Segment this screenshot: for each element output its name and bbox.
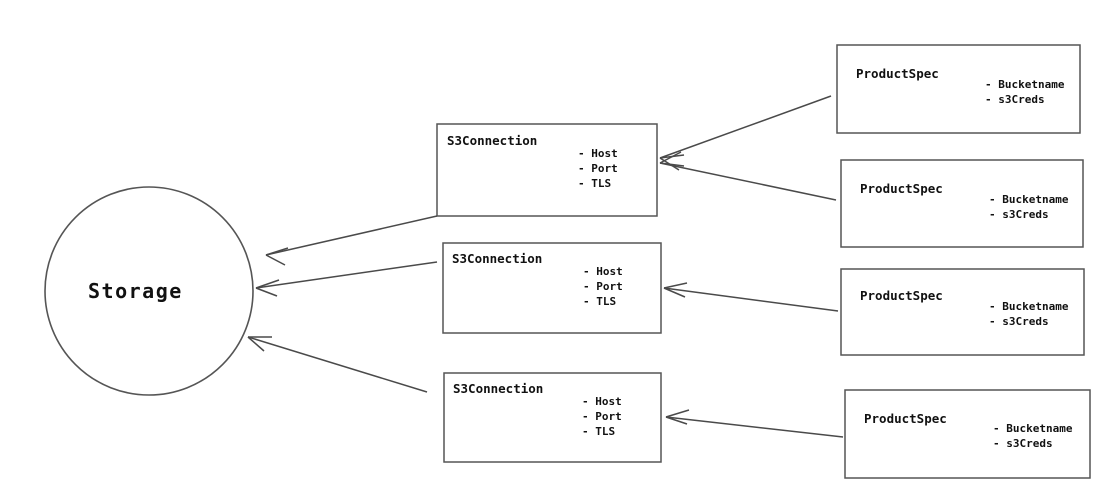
s3connection-3-attr-tls: - TLS [582, 425, 616, 438]
s3connection-3-attr-port: - Port [582, 410, 622, 423]
productspec-box-2[interactable] [840, 159, 1084, 248]
s3connection-3-attr-host: - Host [582, 395, 622, 408]
productspec-box-3[interactable] [840, 268, 1085, 356]
s3connection-2-attr-tls: - TLS [583, 295, 617, 308]
productspec-4-title: ProductSpec [864, 411, 947, 426]
s3connection-box-2[interactable] [442, 242, 662, 334]
s3connection-1-attr-host: - Host [578, 147, 618, 160]
edge-spec1-conn1 [659, 95, 832, 171]
productspec-1-title: ProductSpec [856, 66, 939, 81]
productspec-3-attr-s3creds: - s3Creds [989, 315, 1049, 328]
s3connection-2-attr-port: - Port [583, 280, 623, 293]
s3connection-box-1[interactable] [436, 123, 658, 217]
productspec-2-title: ProductSpec [860, 181, 943, 196]
edge-spec3-conn2 [663, 282, 839, 312]
edge-spec2-conn1 [659, 151, 837, 201]
productspec-2-attr-s3creds: - s3Creds [989, 208, 1049, 221]
productspec-box-4[interactable] [844, 389, 1091, 479]
productspec-1-attr-s3creds: - s3Creds [985, 93, 1045, 106]
s3connection-1-title: S3Connection [447, 133, 538, 148]
storage-circle[interactable] [44, 186, 254, 396]
productspec-4-attr-bucketname: - Bucketname [993, 422, 1073, 435]
edge-conn1-storage [265, 215, 438, 266]
s3connection-1-attr-tls: - TLS [578, 177, 612, 190]
productspec-3-title: ProductSpec [860, 288, 943, 303]
edge-conn2-storage [255, 261, 438, 297]
storage-label: Storage [88, 279, 183, 303]
s3connection-2-title: S3Connection [452, 251, 543, 266]
edge-spec4-conn3 [665, 409, 844, 438]
edge-conn3-storage [247, 336, 428, 393]
productspec-2-attr-bucketname: - Bucketname [989, 193, 1069, 206]
productspec-3-attr-bucketname: - Bucketname [989, 300, 1069, 313]
productspec-box-1[interactable] [836, 44, 1081, 134]
productspec-4-attr-s3creds: - s3Creds [993, 437, 1053, 450]
s3connection-1-attr-port: - Port [578, 162, 618, 175]
s3connection-3-title: S3Connection [453, 381, 544, 396]
s3connection-box-3[interactable] [443, 372, 662, 463]
productspec-1-attr-bucketname: - Bucketname [985, 78, 1065, 91]
s3connection-2-attr-host: - Host [583, 265, 623, 278]
